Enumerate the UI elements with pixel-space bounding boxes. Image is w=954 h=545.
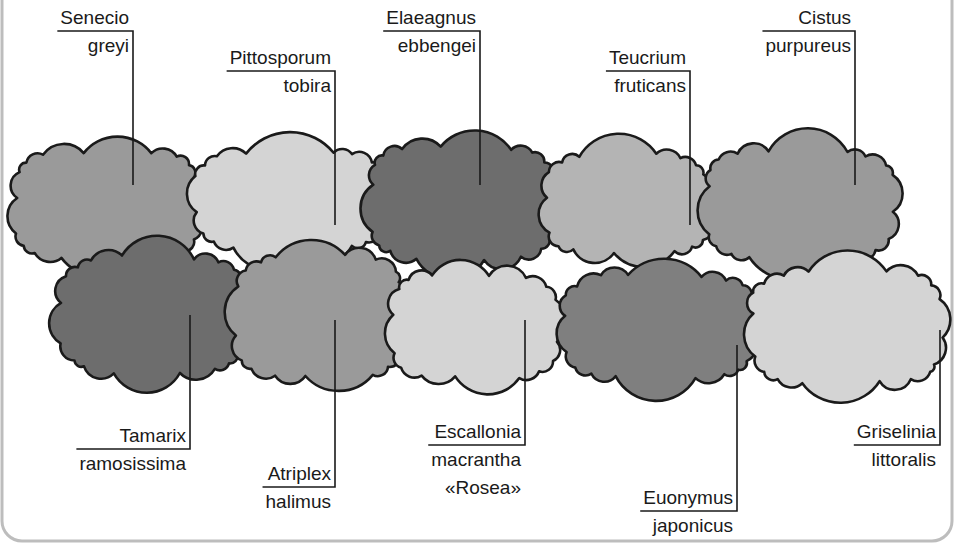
shrub-group (7, 128, 950, 402)
plant-label: Escallonia macrantha «Rosea» (431, 418, 521, 502)
plant-label: Senecio greyi (60, 4, 129, 60)
plant-label: Elaeagnus ebbengei (386, 4, 476, 60)
shrub-shape (385, 260, 567, 394)
plant-label: Cistus purpureus (765, 4, 851, 60)
shrub-shape (557, 259, 762, 401)
shrub-shape (360, 130, 562, 279)
plant-label: Griselinia littoralis (857, 418, 936, 474)
plant-label: Teucrium fruticans (609, 44, 686, 100)
shrub-shape (744, 251, 950, 403)
leader-line (263, 320, 335, 487)
plant-label: Atriplex halimus (266, 460, 331, 516)
leader-group (57, 31, 940, 511)
leader-line (640, 345, 737, 511)
shrub-shape (49, 236, 253, 393)
plant-label: Pittosporum tobira (230, 44, 331, 100)
shrub-shape (225, 240, 416, 391)
plant-label: Tamarix ramosissima (79, 422, 186, 478)
plant-label: Euonymus japonicus (643, 484, 733, 540)
